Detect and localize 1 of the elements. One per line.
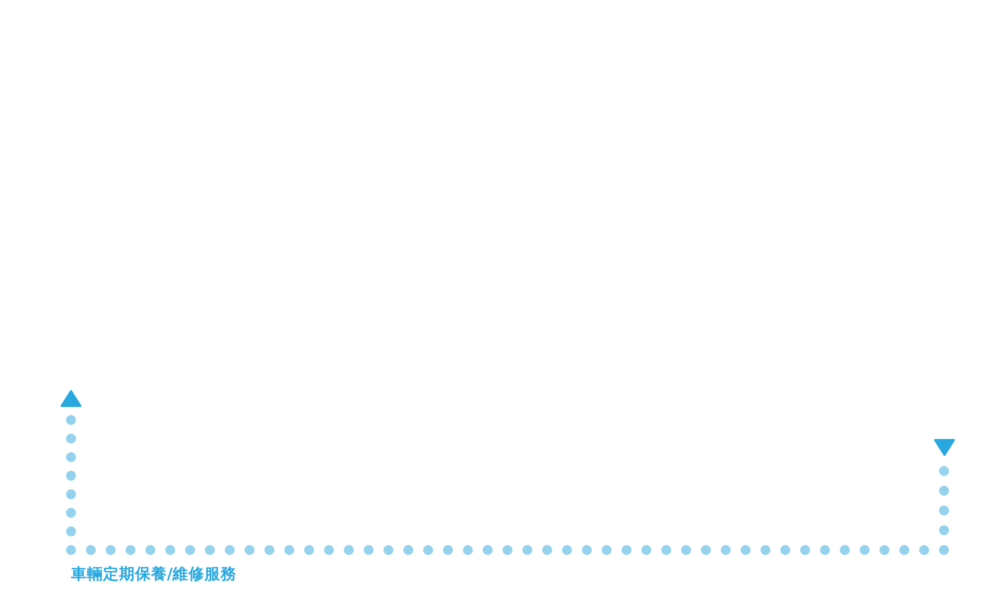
path-label: 車輛定期保養/維修服務 — [71, 567, 237, 582]
